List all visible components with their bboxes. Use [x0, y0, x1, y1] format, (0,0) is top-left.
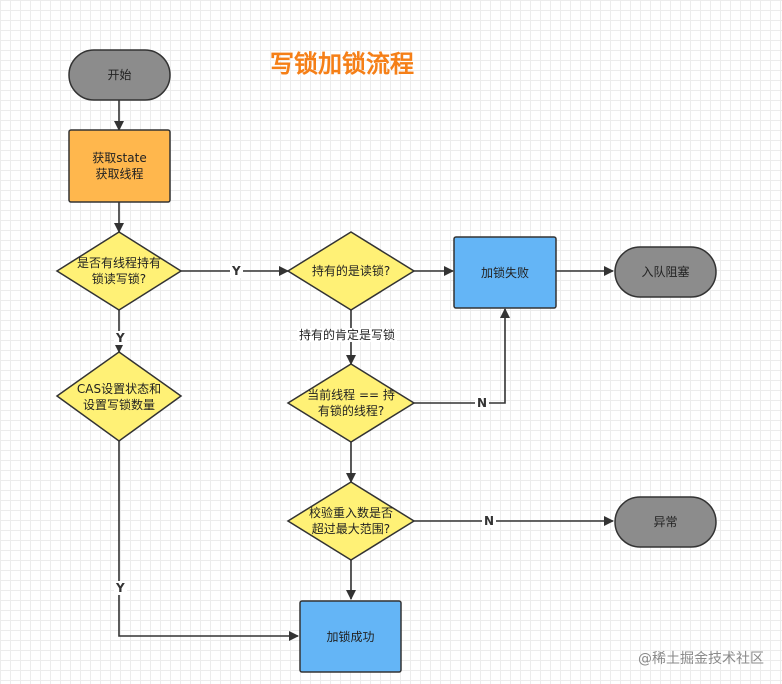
has-lock-label: 是否有线程持有 锁读写锁?	[76, 256, 161, 286]
edge-label-has-lock-down: Y	[114, 331, 127, 345]
get-state-process	[68, 129, 171, 203]
edge-label-has-lock-yes: Y	[230, 264, 243, 278]
enqueue-terminal	[614, 246, 717, 298]
exception-label: 异常	[653, 515, 678, 529]
edge-label-reentrant-no: N	[482, 514, 497, 528]
is-read-decision	[286, 231, 416, 311]
cas-decision	[55, 351, 183, 442]
has-lock-decision	[55, 231, 183, 311]
get-state-label: 获取state 获取线程	[92, 151, 147, 181]
check-reentrant-decision	[286, 481, 416, 561]
start-terminal	[68, 49, 171, 101]
same-thread-decision	[286, 363, 416, 443]
check-reentrant-label: 校验重入数是否 超过最大范围?	[308, 506, 393, 536]
enqueue-label: 入队阻塞	[641, 265, 690, 279]
start-label: 开始	[107, 68, 132, 82]
same-thread-label: 当前线程 == 持 有锁的线程?	[307, 388, 395, 418]
edge-label-cas-yes: Y	[114, 581, 127, 595]
lock-success-process	[299, 600, 402, 673]
edge-cas-to-lock-success	[118, 441, 299, 641]
note-must-be-write-lock: 持有的肯定是写锁	[297, 328, 398, 342]
exception-terminal	[614, 496, 717, 548]
lock-fail-process	[453, 236, 557, 309]
is-read-label: 持有的是读锁?	[311, 264, 391, 278]
lock-success-label: 加锁成功	[326, 629, 375, 644]
edge-same-thread-to-lock-fail	[414, 308, 510, 404]
lock-fail-label: 加锁失败	[480, 265, 529, 280]
edge-label-same-thread-no: N	[475, 396, 490, 410]
cas-label: CAS设置状态和 设置写锁数量	[76, 382, 162, 412]
watermark: @稀土掘金技术社区	[638, 651, 764, 667]
page-title: 写锁加锁流程	[270, 50, 414, 78]
